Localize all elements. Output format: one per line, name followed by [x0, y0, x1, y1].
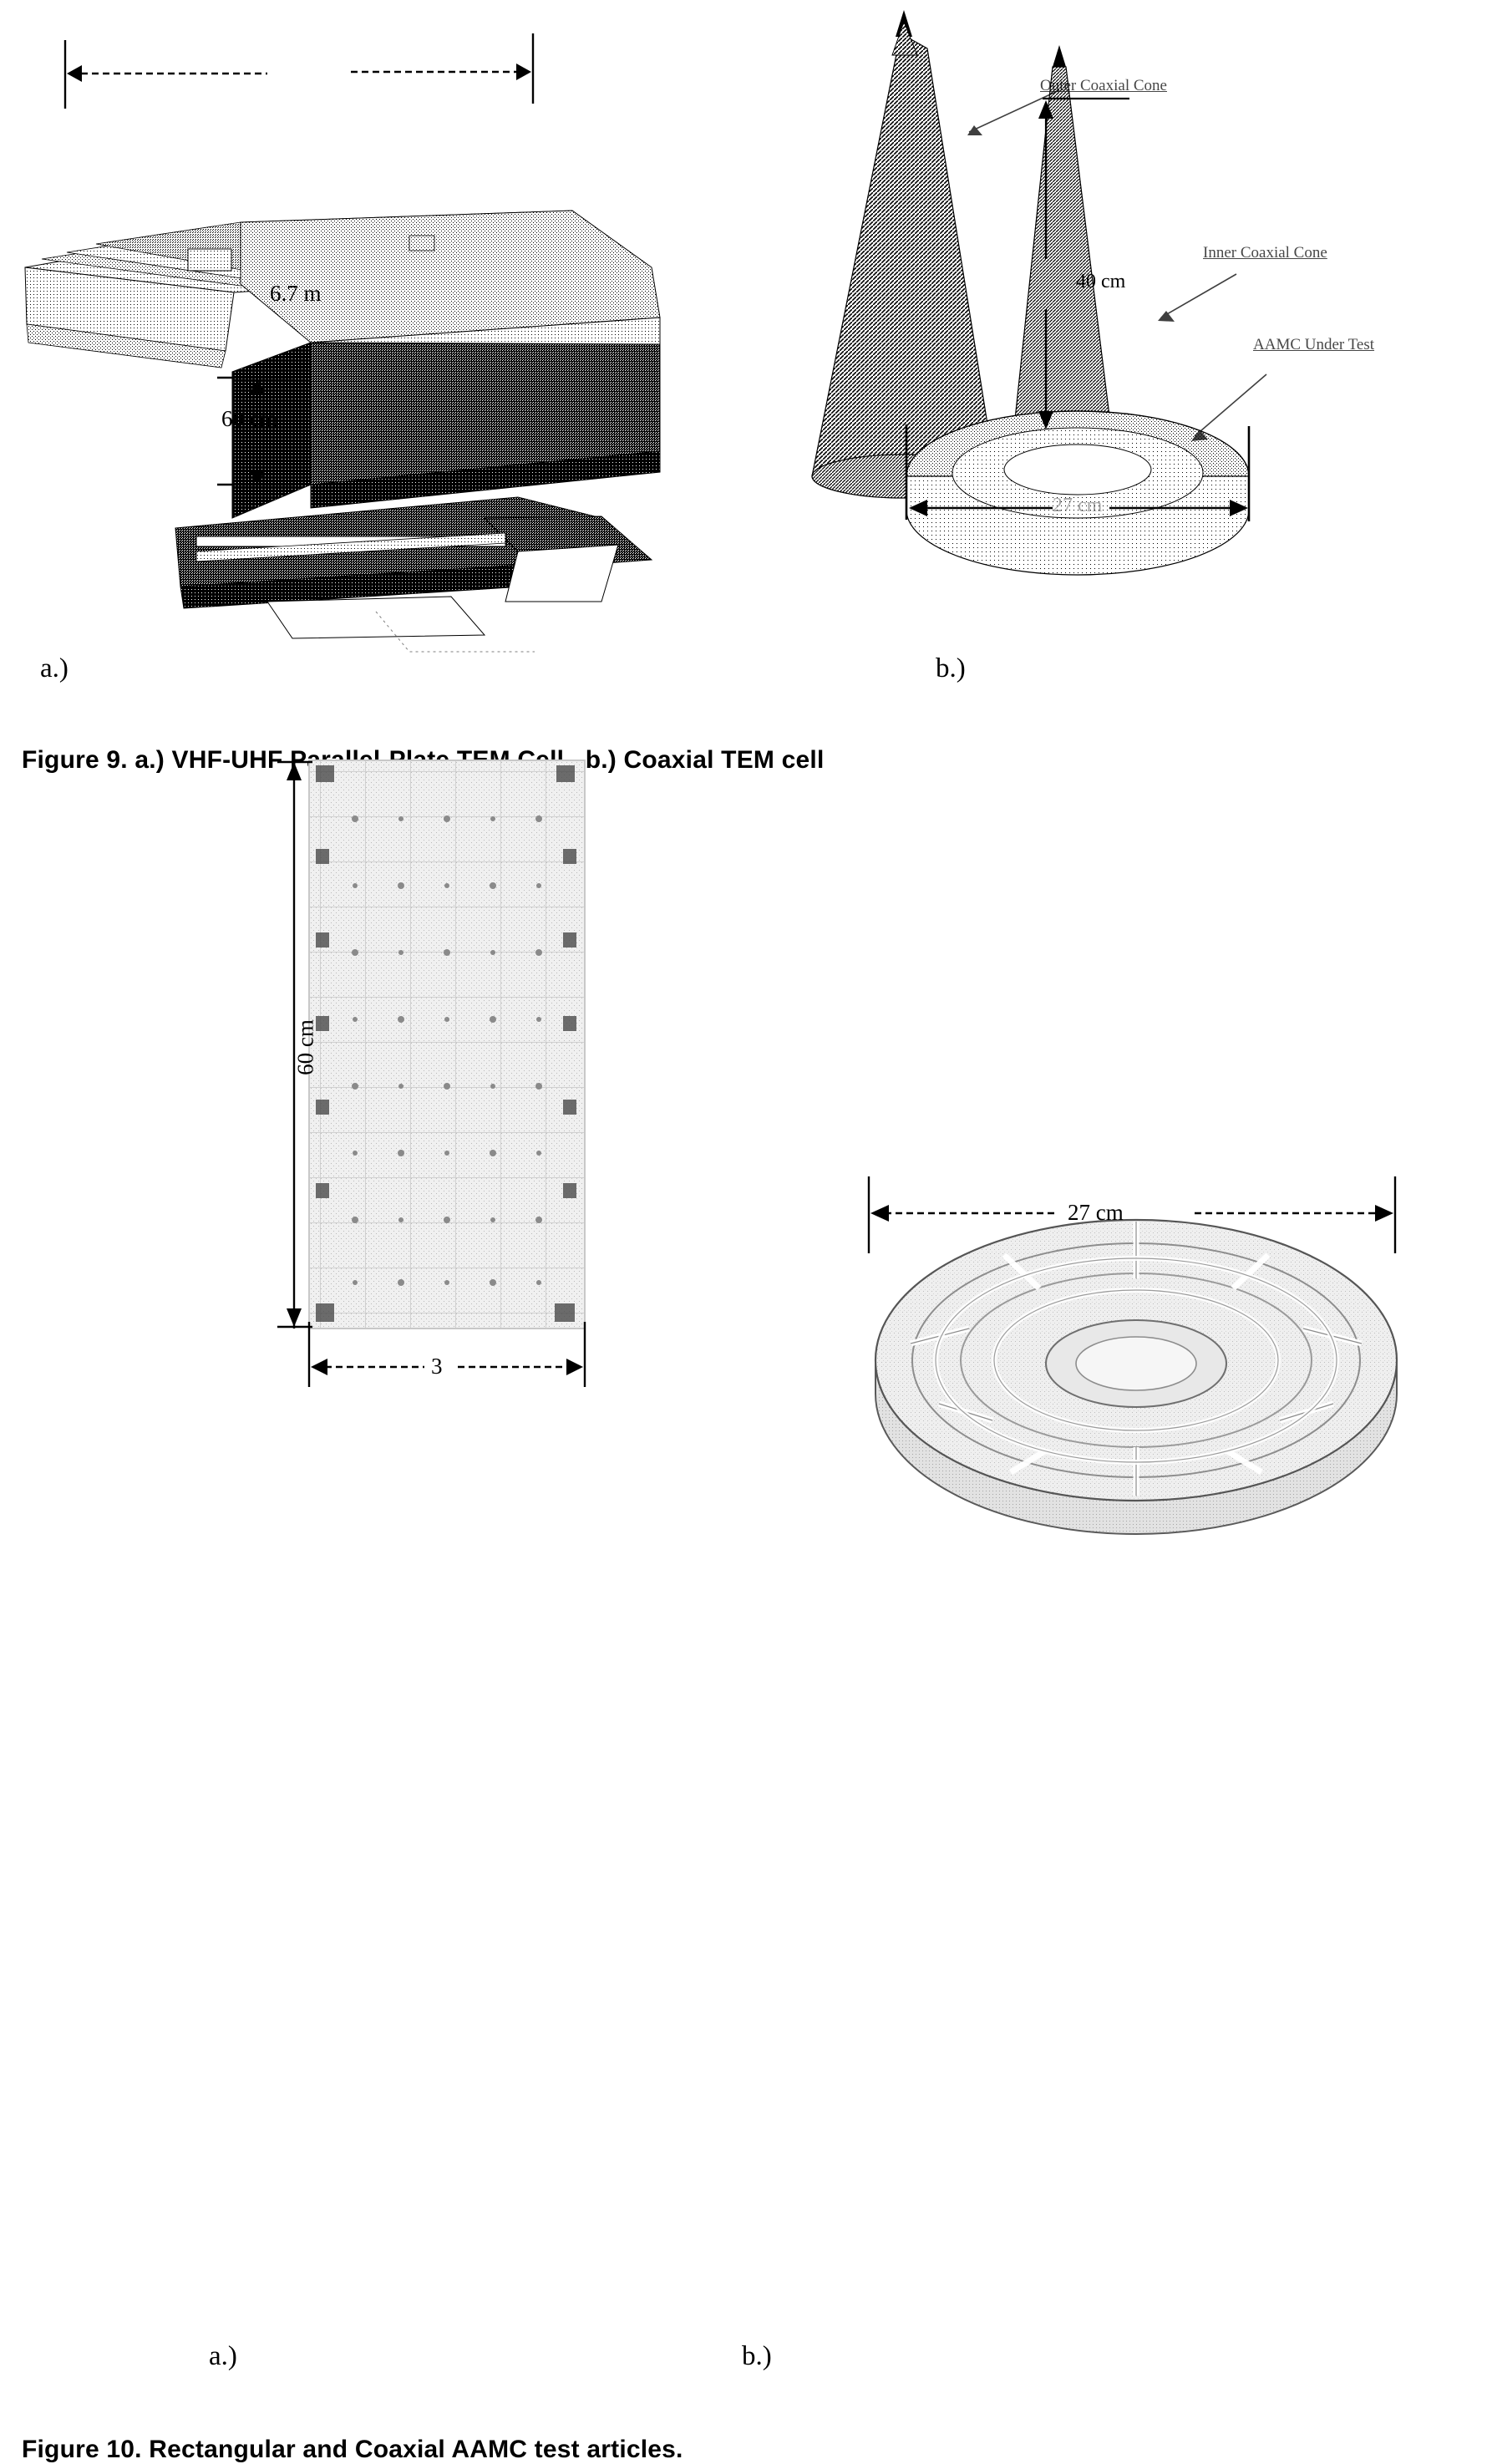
- figure-9-panel-a-label: a.): [40, 653, 69, 683]
- dimension-label-width: 3: [431, 1354, 443, 1379]
- figure-10: 60 cm 3: [0, 760, 1487, 2463]
- annotation-inner-coaxial-cone: Inner Coaxial Cone: [1203, 244, 1327, 262]
- figure-9-panel-b: Outer Coaxial Cone Inner Coaxial Cone AA…: [802, 8, 1470, 635]
- figure-9-panel-b-label: b.): [936, 653, 966, 683]
- coaxial-tem-cell-illustration: [811, 10, 1267, 576]
- figure-10-panel-a: 60 cm 3: [276, 727, 668, 1579]
- central-dark-block: [231, 342, 661, 519]
- left-ramp: [24, 267, 235, 368]
- concentric-band-outline: [935, 1257, 1337, 1463]
- dimension-label-height: 60 cm: [221, 406, 277, 431]
- dimension-label-diameter: 27 cm: [1068, 1200, 1124, 1225]
- figure-9: 6.7 m 60 cm: [0, 0, 1487, 802]
- outer-coaxial-cone-shape: [811, 10, 997, 499]
- dimension-arrow-height: [277, 760, 312, 1329]
- figure-10-panel-a-label: a.): [209, 2341, 237, 2371]
- dimension-arrow-width: [63, 33, 535, 109]
- inner-coaxial-cone-shape: [1012, 45, 1114, 457]
- dimension-label-width: 6.7 m: [270, 281, 322, 306]
- dimension-arrow-width: [307, 1322, 586, 1387]
- rectangular-panel-body: [308, 760, 586, 1329]
- dimension-arrow-height: [217, 376, 292, 486]
- dimension-label-cone-height: 40 cm: [1076, 271, 1126, 292]
- mounting-pad-array: [316, 765, 576, 1322]
- figure-9-panel-a: 6.7 m 60 cm: [17, 17, 752, 653]
- lower-plate-assembly: [175, 496, 653, 639]
- absorber-dot-array: [352, 815, 542, 1286]
- dimension-arrow-diameter: [867, 1176, 1397, 1253]
- dimension-arrow-base-width: [905, 424, 1251, 521]
- rectangular-aamc-illustration: [277, 760, 586, 1387]
- figure-10-panel-b-label: b.): [742, 2341, 772, 2371]
- dimension-arrow-cone-height: [1038, 97, 1129, 429]
- figure-10-panel-b: 27 cm: [852, 1153, 1420, 1554]
- figure-10-caption: Figure 10. Rectangular and Coaxial AAMC …: [22, 2436, 683, 2463]
- parallel-plate-tem-cell-illustration: [24, 33, 661, 653]
- leader-line-detail: [375, 611, 535, 653]
- annotation-outer-coaxial-cone: Outer Coaxial Cone: [1040, 77, 1167, 94]
- annotation-aamc-under-test: AAMC Under Test: [1253, 336, 1375, 353]
- coaxial-aamc-illustration: [867, 1176, 1398, 1535]
- coaxial-disc-body: [874, 1218, 1398, 1535]
- dimension-label-base-width: 27 cm: [1053, 495, 1103, 516]
- dimension-label-height: 60 cm: [292, 1019, 318, 1075]
- callout-leader-lines: [967, 89, 1267, 441]
